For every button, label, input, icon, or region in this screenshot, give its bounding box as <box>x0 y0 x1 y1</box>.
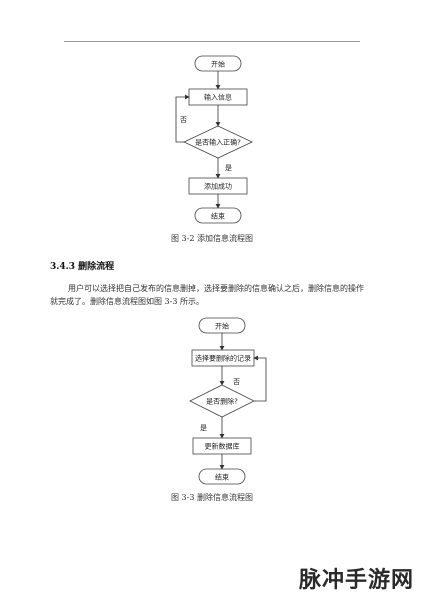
site-watermark: 脉冲手游网 <box>298 568 414 593</box>
add-no-label: 否 <box>180 116 187 124</box>
add-end-label: 结束 <box>211 212 225 221</box>
flowchart-add-info: 开始 输入信息 是否输入正确? 否 是 添加成功 结束 <box>175 55 253 224</box>
flowchart-delete-info: 开始 选择要删除的记录 是否删除? 否 是 更新数据库 结束 <box>189 317 267 485</box>
del-update-label: 更新数据库 <box>205 442 240 451</box>
section-heading: 3.4.3 删除流程 <box>50 262 115 272</box>
add-success-label: 添加成功 <box>204 182 232 191</box>
add-yes-label: 是 <box>225 164 232 172</box>
header-rule <box>64 41 360 42</box>
del-decision-label: 是否删除? <box>206 397 238 406</box>
del-yes-label: 是 <box>200 424 207 432</box>
add-decision-label: 是否输入正确? <box>195 138 241 147</box>
add-start-label: 开始 <box>211 60 225 69</box>
del-no-label: 否 <box>233 378 240 386</box>
section-paragraph: 用户可以选择把自己发布的信息删掉，选择要删除的信息确认之后，删除信息的操作就完成… <box>50 282 370 308</box>
figure-3-2-caption: 图 3-2 添加信息流程图 <box>171 234 253 243</box>
figure-3-3-caption: 图 3-3 删除信息流程图 <box>171 493 253 502</box>
del-start-label: 开始 <box>215 322 229 331</box>
add-end-node <box>194 207 242 224</box>
add-input-label: 输入信息 <box>204 93 232 102</box>
del-end-node <box>198 468 246 485</box>
del-end-label: 结束 <box>215 473 229 482</box>
del-select-label: 选择要删除的记录 <box>195 354 251 363</box>
section-paragraph-text: 用户可以选择把自己发布的信息删掉，选择要删除的信息确认之后，删除信息的操作就完成… <box>50 284 364 306</box>
